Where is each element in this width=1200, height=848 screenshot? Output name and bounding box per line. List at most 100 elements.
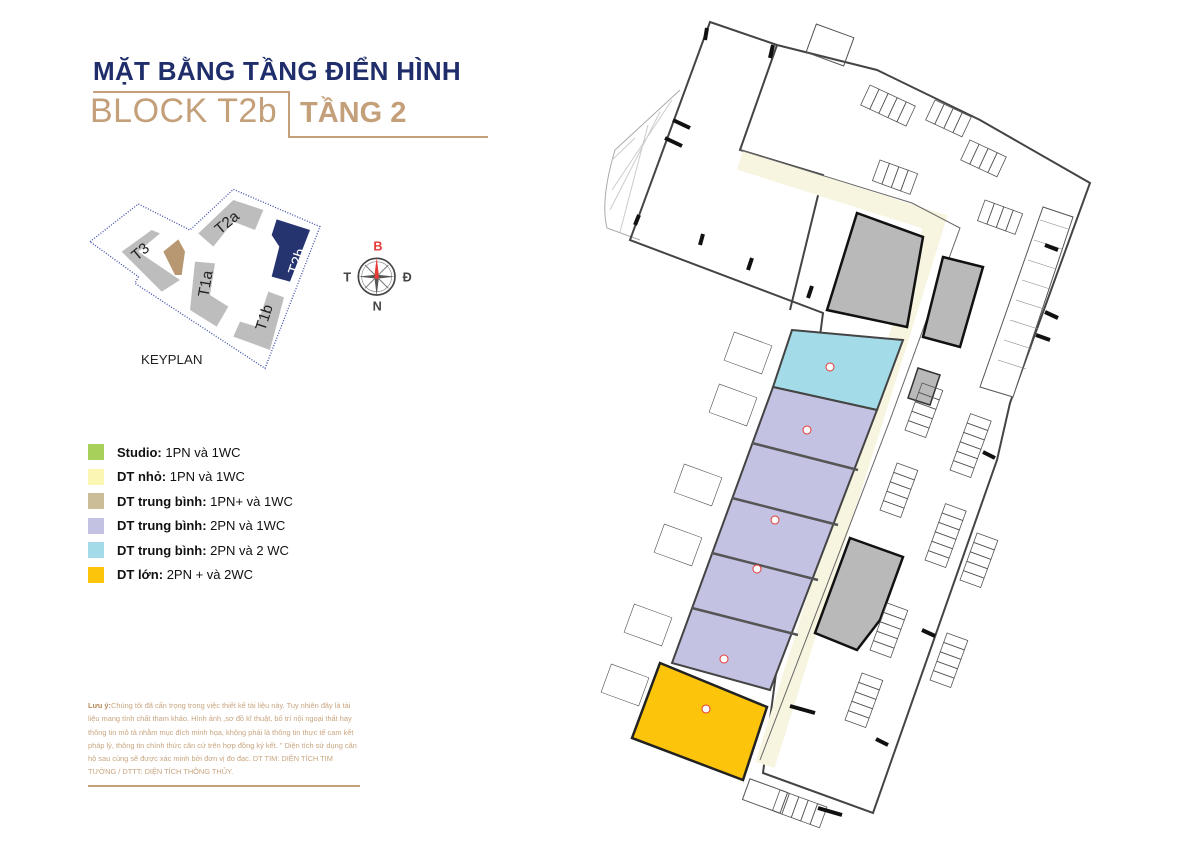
stair-bottom <box>741 778 789 814</box>
area-tags <box>600 331 773 707</box>
legend-swatch <box>88 444 104 461</box>
service-core <box>825 211 925 329</box>
parking-stall <box>851 691 877 710</box>
legend-swatch <box>88 566 104 583</box>
parking-stall <box>904 420 930 439</box>
parking-stall <box>934 103 954 129</box>
building-t2b[interactable] <box>271 219 310 282</box>
building-t2a <box>198 200 264 247</box>
parking-stall <box>869 88 889 114</box>
legend-item-studio: Studio: 1PN và 1WC <box>88 440 293 465</box>
unit-marker <box>770 515 780 525</box>
parking-stall <box>932 660 959 679</box>
unit-marker <box>825 362 835 372</box>
legend-name: Studio: <box>117 444 162 460</box>
disclaimer-note: Lưu ý:Chúng tôi đã cẩn trọng trong việc … <box>88 699 363 779</box>
parking-stall <box>938 512 964 531</box>
parking-stall <box>943 632 969 651</box>
legend-desc: 1PN và 1WC <box>169 469 245 485</box>
parking-stall <box>869 640 895 659</box>
parking-stall <box>973 532 999 551</box>
parking-stall <box>879 500 905 519</box>
compass-icon <box>357 257 396 296</box>
parking-stall <box>987 152 1007 178</box>
parking-stall <box>949 460 975 479</box>
unit-marker <box>719 654 729 664</box>
floor-name: TẦNG 2 <box>300 97 407 129</box>
parking-stall <box>959 431 985 450</box>
legend-swatch <box>88 517 104 534</box>
parking-stall <box>790 796 809 822</box>
unit-marker <box>802 425 812 435</box>
legend-swatch <box>88 493 104 510</box>
legend-desc: 2PN và 1WC <box>210 518 286 534</box>
parking-stall <box>969 143 989 169</box>
parking-stall <box>896 101 916 127</box>
compass-west: T <box>343 271 351 285</box>
unit-large[interactable] <box>630 661 769 782</box>
parking-stalls <box>771 84 1024 829</box>
parking-stall <box>978 147 998 174</box>
amenity-block <box>163 239 185 275</box>
parking-stall <box>956 441 982 460</box>
parking-stall <box>924 550 950 569</box>
parking-stall <box>939 641 965 660</box>
legend-item-medium-2pn-2wc: DT trung bình: 2PN và 2 WC <box>88 538 293 563</box>
parking-stall <box>952 450 979 469</box>
legend-desc: 1PN và 1WC <box>165 444 241 460</box>
legend-item-medium-1pn: DT trung bình: 1PN+ và 1WC <box>88 489 293 514</box>
parking-stall <box>960 139 980 165</box>
parking-stall <box>995 206 1014 232</box>
unit-divider <box>691 606 799 637</box>
parking-stall <box>858 672 884 691</box>
parking-stall <box>878 92 898 119</box>
legend-item-medium-2pn-1wc: DT trung bình: 2PN và 1WC <box>88 514 293 539</box>
parking-stall <box>952 112 972 138</box>
parking-stall <box>969 541 995 560</box>
parking-stall <box>918 382 944 401</box>
note-text: Chúng tôi đã cẩn trọng trong việc thiết … <box>88 701 357 777</box>
legend-item-small: DT nhỏ: 1PN và 1WC <box>88 465 293 490</box>
title-divider-top <box>93 91 289 93</box>
parking-stall <box>809 803 828 829</box>
parking-stall <box>879 611 905 630</box>
unit-marker <box>701 704 711 714</box>
corridor <box>736 150 948 768</box>
site-boundary <box>88 188 321 370</box>
parking-stall <box>881 162 900 189</box>
legend-name: DT trung bình: <box>117 493 207 509</box>
parking-stall <box>966 551 992 570</box>
stair-core <box>813 536 905 652</box>
legend-swatch <box>88 542 104 559</box>
parking-ramp <box>979 206 1074 398</box>
parking-stall <box>887 97 907 123</box>
parking-stall <box>911 401 937 420</box>
parking-stall <box>800 799 819 825</box>
parking-stall <box>931 531 957 550</box>
parking-stall <box>976 199 995 225</box>
canopy <box>604 89 681 241</box>
parking-stall <box>936 651 962 670</box>
keyplan-label: KEYPLAN <box>141 352 203 367</box>
legend-name: DT trung bình: <box>117 518 207 534</box>
parking-stall <box>781 792 800 819</box>
legend-desc: 2PN và 2 WC <box>210 542 289 558</box>
parking-stall <box>925 99 945 125</box>
parking-stall <box>883 602 909 621</box>
compass-north: B <box>373 240 382 254</box>
parking-stall <box>962 560 989 579</box>
parking-stall <box>872 630 899 649</box>
parking-stall <box>927 540 954 559</box>
page-title: MẶT BẰNG TẦNG ĐIỂN HÌNH <box>93 56 461 86</box>
building-t3 <box>121 230 180 292</box>
parking-stall <box>844 710 870 729</box>
parking-stall <box>890 166 909 192</box>
legend-swatch <box>88 468 104 485</box>
parking-stall <box>854 681 880 700</box>
keyplan: T3 T2a T2b T1a T1b KEYPLAN B N T Đ <box>88 188 412 370</box>
parking-stall <box>847 700 874 719</box>
parking-stall <box>907 410 934 429</box>
parking-stall <box>986 202 1005 229</box>
canopy-hatch <box>609 99 673 233</box>
parking-stall <box>889 471 915 490</box>
